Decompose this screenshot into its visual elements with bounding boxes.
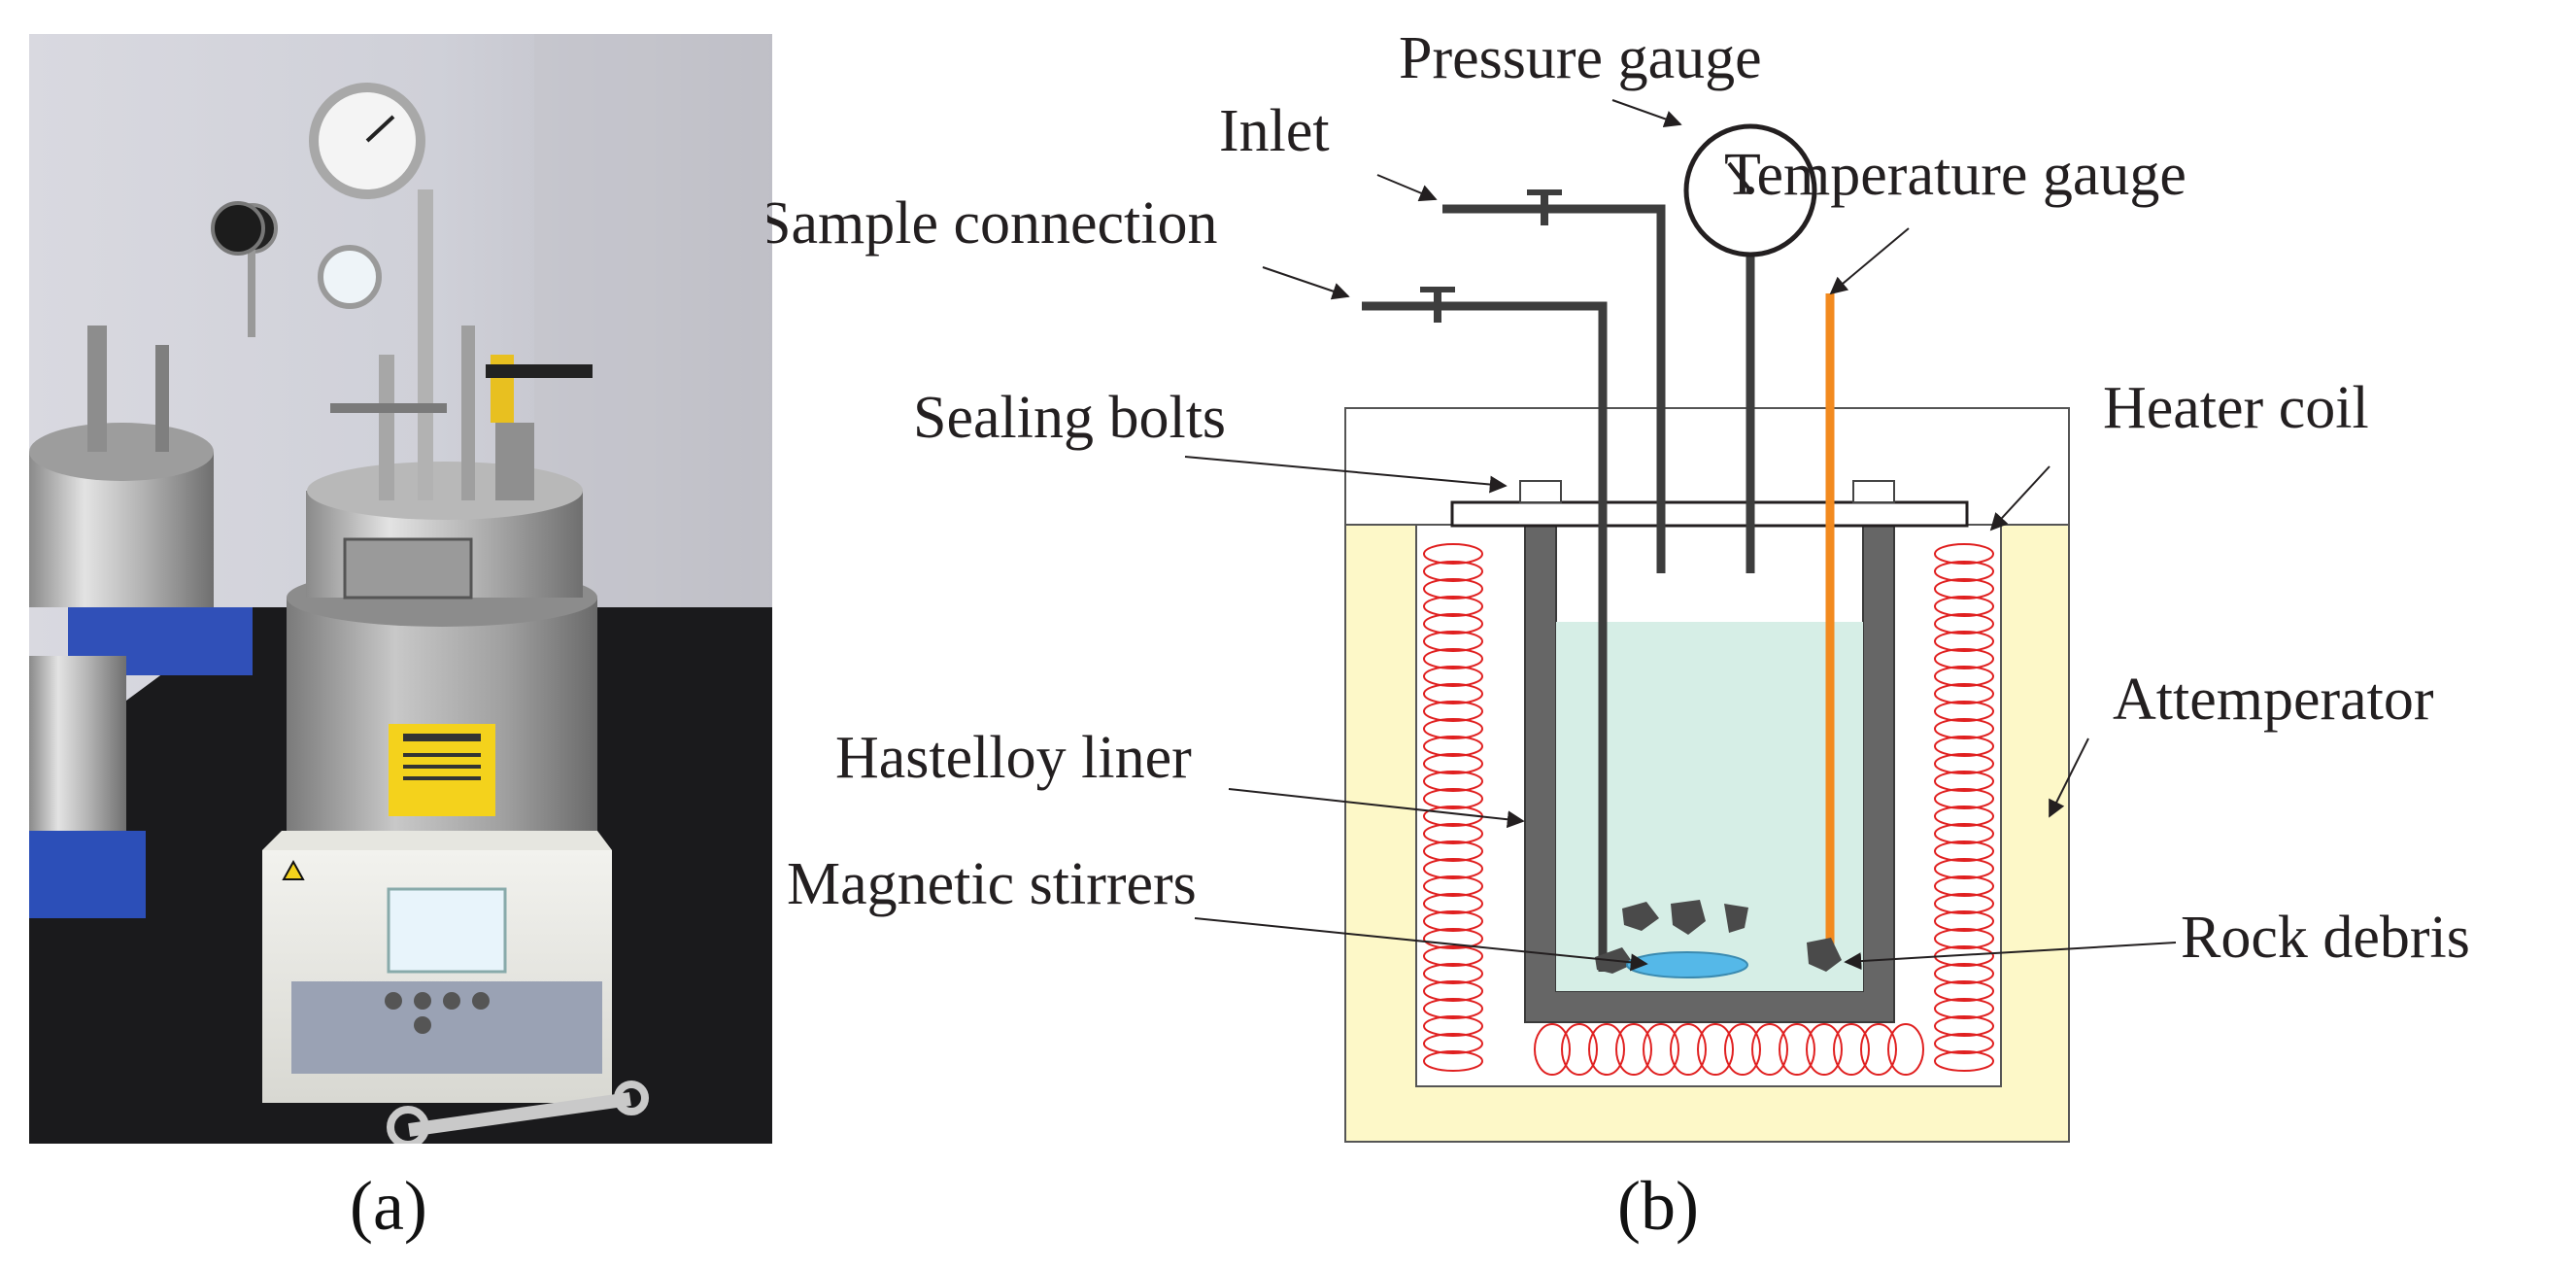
heater-coil-right — [1934, 543, 1994, 1072]
caption-a: (a) — [350, 1167, 427, 1245]
label-hastelloy-liner: Hastelloy liner — [835, 725, 1192, 791]
label-magnetic-stirrers: Magnetic stirrers — [787, 851, 1197, 917]
heater-coil-left — [1423, 543, 1483, 1072]
sealing-bolt-right — [1852, 480, 1895, 503]
liquid — [1556, 622, 1863, 991]
heater-coil-bottom — [1534, 1023, 1924, 1076]
label-pressure-gauge: Pressure gauge — [1399, 25, 1762, 91]
sample-connection-tube — [1362, 301, 1608, 972]
reactor-photo-illustration — [29, 34, 772, 1149]
rock-debris — [1595, 900, 1842, 974]
reactor-photo — [29, 34, 772, 1149]
flange-plate — [1450, 500, 1969, 528]
magnetic-stirrer — [1626, 951, 1748, 978]
label-temperature-gauge: Temperature gauge — [1724, 142, 2186, 208]
inlet-tube — [1442, 204, 1666, 573]
sealing-bolt-left — [1519, 480, 1562, 503]
label-heater-coil: Heater coil — [2103, 375, 2369, 441]
label-inlet: Inlet — [1219, 98, 1330, 164]
schematic-svg: Pressure gauge Inlet Temperature gauge S… — [758, 25, 2470, 1143]
label-sealing-bolts: Sealing bolts — [913, 385, 1226, 451]
reactor-schematic: Pressure gauge Inlet Temperature gauge S… — [758, 0, 2576, 1264]
caption-b: (b) — [1617, 1167, 1699, 1245]
label-attemperator: Attemperator — [2113, 667, 2434, 733]
label-rock-debris: Rock debris — [2181, 905, 2470, 971]
label-sample-connection: Sample connection — [767, 190, 1217, 257]
